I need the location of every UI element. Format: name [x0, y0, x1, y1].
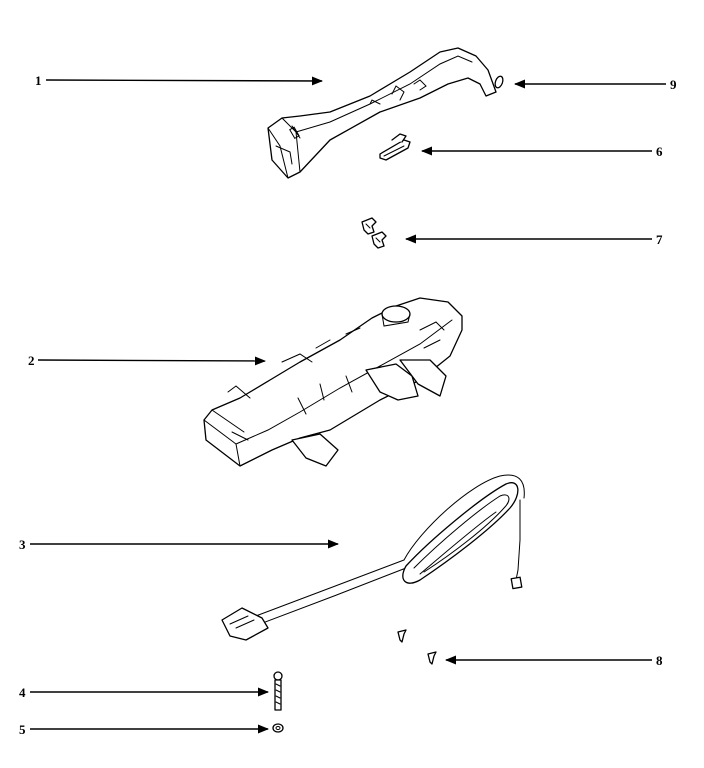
part-2-chassis [203, 297, 463, 467]
callout-3: 3 [19, 537, 26, 552]
part-7-clips [361, 217, 387, 249]
callout-6: 6 [656, 144, 663, 159]
callout-4: 4 [19, 685, 26, 700]
leader-line-1 [45, 76, 324, 86]
callout-2: 2 [28, 353, 35, 368]
leader-line-2 [37, 356, 267, 366]
part-6-bracket [379, 133, 411, 161]
part-8-screws [397, 629, 437, 665]
part-1-handle [267, 47, 497, 179]
part-9-ring [494, 75, 504, 89]
callout-7: 7 [656, 232, 663, 247]
callout-8: 8 [656, 653, 663, 668]
callout-9: 9 [670, 77, 677, 92]
callout-1: 1 [35, 73, 42, 88]
part-3-cord [221, 474, 525, 641]
part-5-nut [272, 723, 284, 733]
callout-5: 5 [19, 722, 26, 737]
part-4-bolt [273, 671, 283, 711]
